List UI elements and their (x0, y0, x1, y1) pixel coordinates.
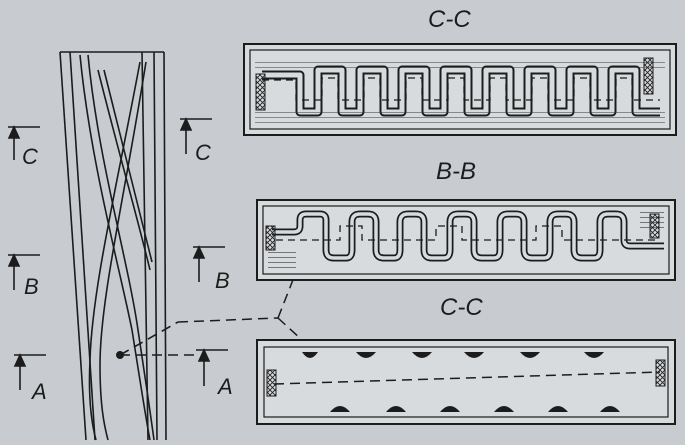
cut-label-a-right: A (218, 374, 233, 399)
leader-line (119, 321, 179, 356)
section-title-top: C-C (428, 6, 471, 33)
cut-label-a-left: A (32, 379, 47, 404)
hatch-strip (255, 58, 665, 72)
stiffener-bumps-bottom (330, 406, 620, 412)
strand-curve-5 (97, 69, 151, 271)
hatch-strip (255, 112, 665, 126)
anchor-block-left (265, 225, 276, 251)
section-view-top (243, 43, 677, 136)
left-inner-edge (69, 51, 96, 441)
section-title-bottom: C-C (440, 294, 483, 321)
section-bot-inner (263, 346, 669, 418)
strand-curve-2 (87, 54, 155, 441)
arrow-up-icon (7, 125, 21, 139)
left-edge (59, 51, 87, 441)
section-top-inner (249, 49, 671, 130)
anchor-block-right (643, 57, 654, 95)
cut-label-c-left: C (22, 144, 38, 169)
cut-label-b-right: B (215, 268, 230, 293)
strand-curve-4 (99, 61, 147, 441)
right-edge (163, 51, 167, 441)
arrow-up-icon (7, 253, 21, 267)
hatch-strip (268, 248, 296, 268)
cut-label-c-right: C (195, 140, 211, 165)
section-view-bottom (256, 339, 676, 425)
connector-horizontal (177, 317, 279, 323)
section-mid-inner (262, 205, 670, 275)
column-elevation (59, 51, 196, 441)
reinforcement-dashed (262, 77, 660, 101)
corrugated-web-core (272, 212, 664, 260)
right-flange-edge (153, 51, 158, 441)
cut-label-b-left: B (24, 274, 39, 299)
strand-curve-6 (103, 69, 153, 263)
anchor-block-left (266, 369, 277, 397)
reinforcement-dashed (273, 371, 661, 385)
anchor-block-right (649, 213, 660, 239)
cut-markers (7, 117, 228, 390)
reinforcement-dashed (276, 225, 660, 241)
arrow-up-icon (13, 353, 27, 367)
section-title-middle: B-B (436, 158, 477, 185)
arrow-up-icon (192, 245, 206, 259)
section-view-middle (256, 199, 676, 281)
anchor-block-right (655, 359, 666, 387)
anchor-block-left (255, 73, 266, 111)
stiffener-bumps-top (302, 352, 604, 358)
arrow-up-icon (197, 348, 211, 362)
arrow-up-icon (179, 117, 193, 131)
strand-curve-1 (79, 54, 151, 441)
corrugated-web-core (262, 67, 660, 115)
right-inner-edge (141, 51, 149, 441)
